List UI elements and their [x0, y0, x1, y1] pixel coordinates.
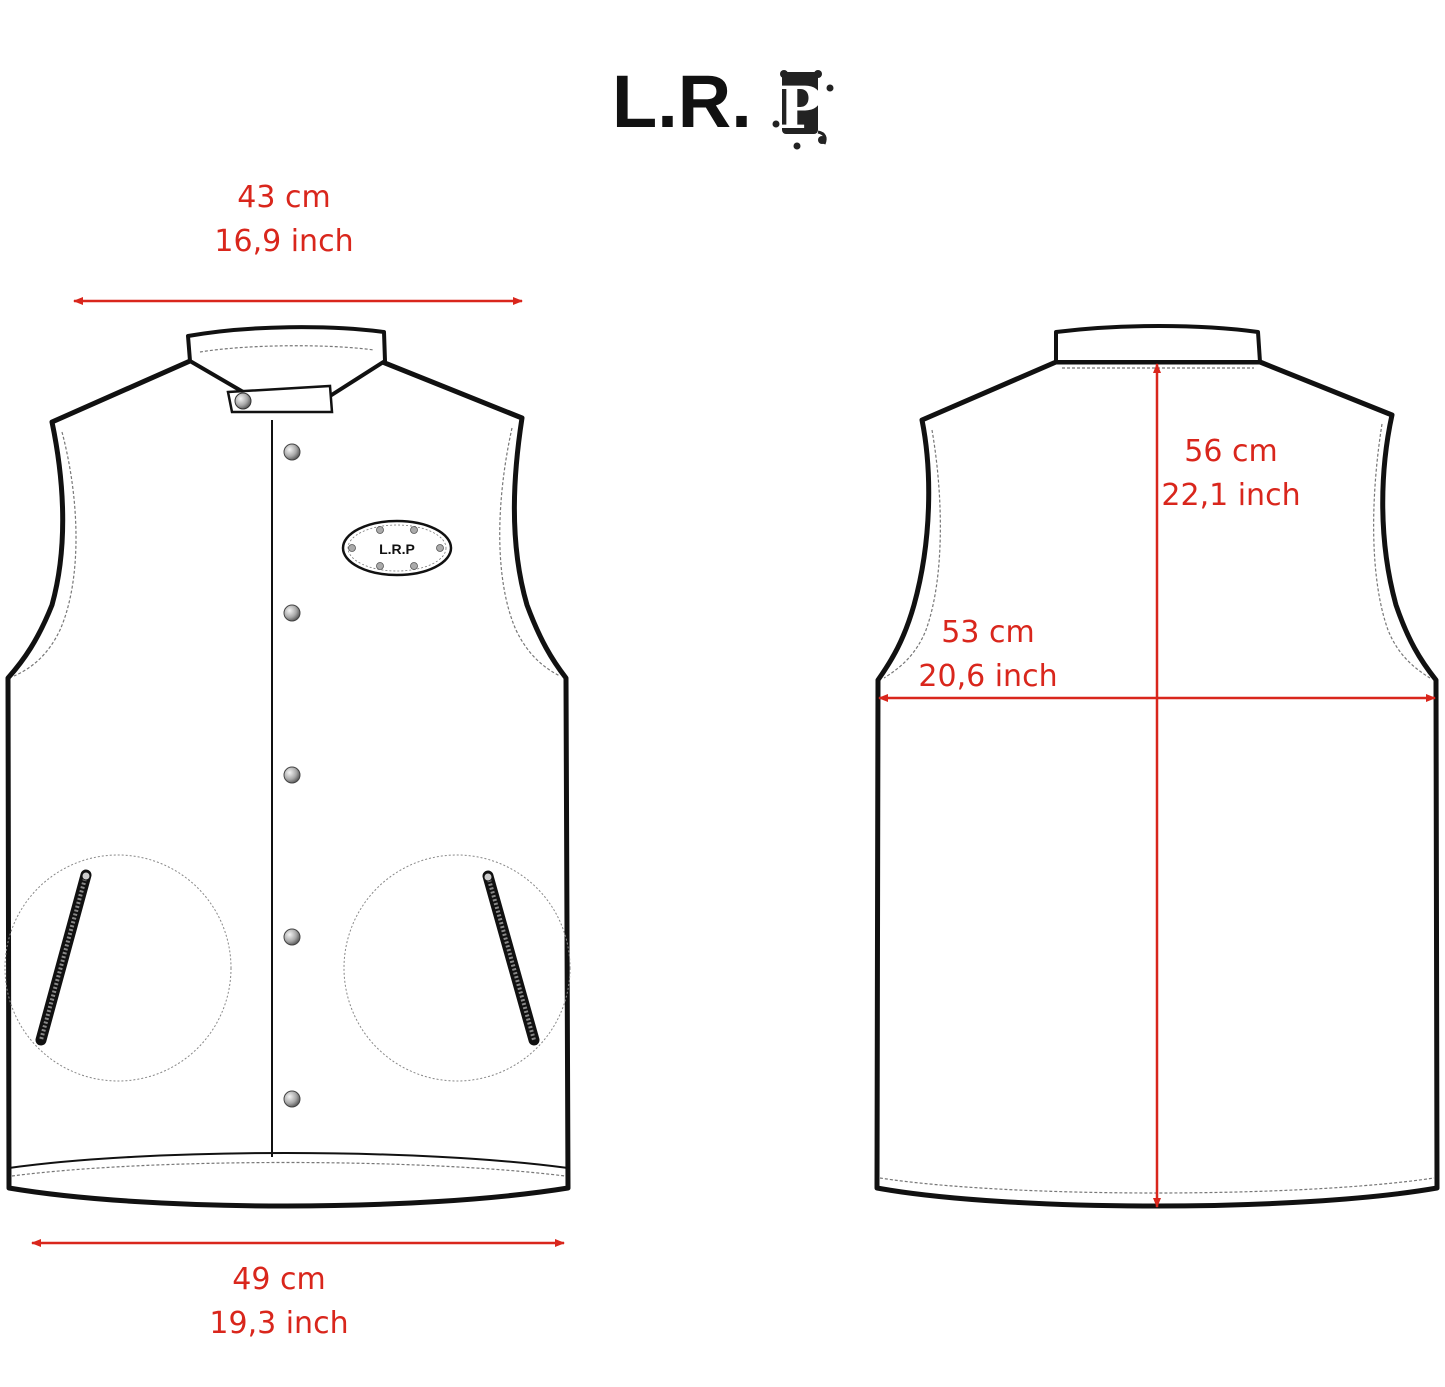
snap-button-icon: [283, 1090, 301, 1108]
body-length-inch: 22,1 inch: [1161, 478, 1300, 513]
body-length-cm: 56 cm: [1184, 434, 1277, 469]
collar-snap-icon: [234, 392, 252, 410]
left-pocket-outline: [4, 854, 232, 1082]
front-vest: L.R.P: [4, 325, 571, 1209]
back-right-armhole-stitch: [1373, 423, 1431, 679]
shoulder-width-inch: 16,9 inch: [214, 224, 353, 259]
front-collar: [186, 325, 387, 398]
front-hem-line: [8, 1152, 569, 1169]
snap-button-icon: [283, 766, 301, 784]
brand-logo: L.R. P: [612, 60, 834, 150]
right-pocket-zipper-icon: [482, 870, 540, 1046]
back-left-armhole-stitch: [883, 429, 941, 679]
snap-button-icon: [283, 928, 301, 946]
snap-button-icon: [283, 443, 301, 461]
hem-width-inch: 19,3 inch: [209, 1306, 348, 1341]
snap-button-icon: [283, 604, 301, 622]
front-right-armhole-stitch: [499, 427, 561, 677]
collar-tab: [226, 384, 334, 414]
measure-chest-width: 53 cm 20,6 inch: [878, 615, 1436, 702]
shoulder-width-cm: 43 cm: [237, 180, 330, 215]
measure-body-length: 56 cm 22,1 inch: [1153, 363, 1301, 1208]
left-pocket-zipper-icon: [35, 869, 92, 1046]
right-pocket-outline: [343, 854, 571, 1082]
front-hem-stitch: [11, 1161, 566, 1177]
chest-logo-patch: L.R.P: [341, 519, 453, 577]
front-left-armhole-stitch: [13, 431, 77, 677]
gothic-monogram-icon: P: [772, 70, 834, 150]
front-body-outline: [5, 358, 571, 1209]
hem-width-cm: 49 cm: [232, 1262, 325, 1297]
measure-hem-width: 49 cm 19,3 inch: [31, 1239, 565, 1341]
front-collar-stitch: [199, 345, 375, 353]
chest-width-cm: 53 cm: [941, 615, 1034, 650]
patch-text: L.R.P: [379, 541, 415, 557]
brand-wordmark: L.R.: [612, 60, 752, 143]
brand-monogram: P: [778, 74, 822, 142]
measure-shoulder-width: 43 cm 16,9 inch: [73, 180, 523, 305]
chest-width-inch: 20,6 inch: [918, 659, 1057, 694]
back-collar: [1054, 324, 1262, 364]
